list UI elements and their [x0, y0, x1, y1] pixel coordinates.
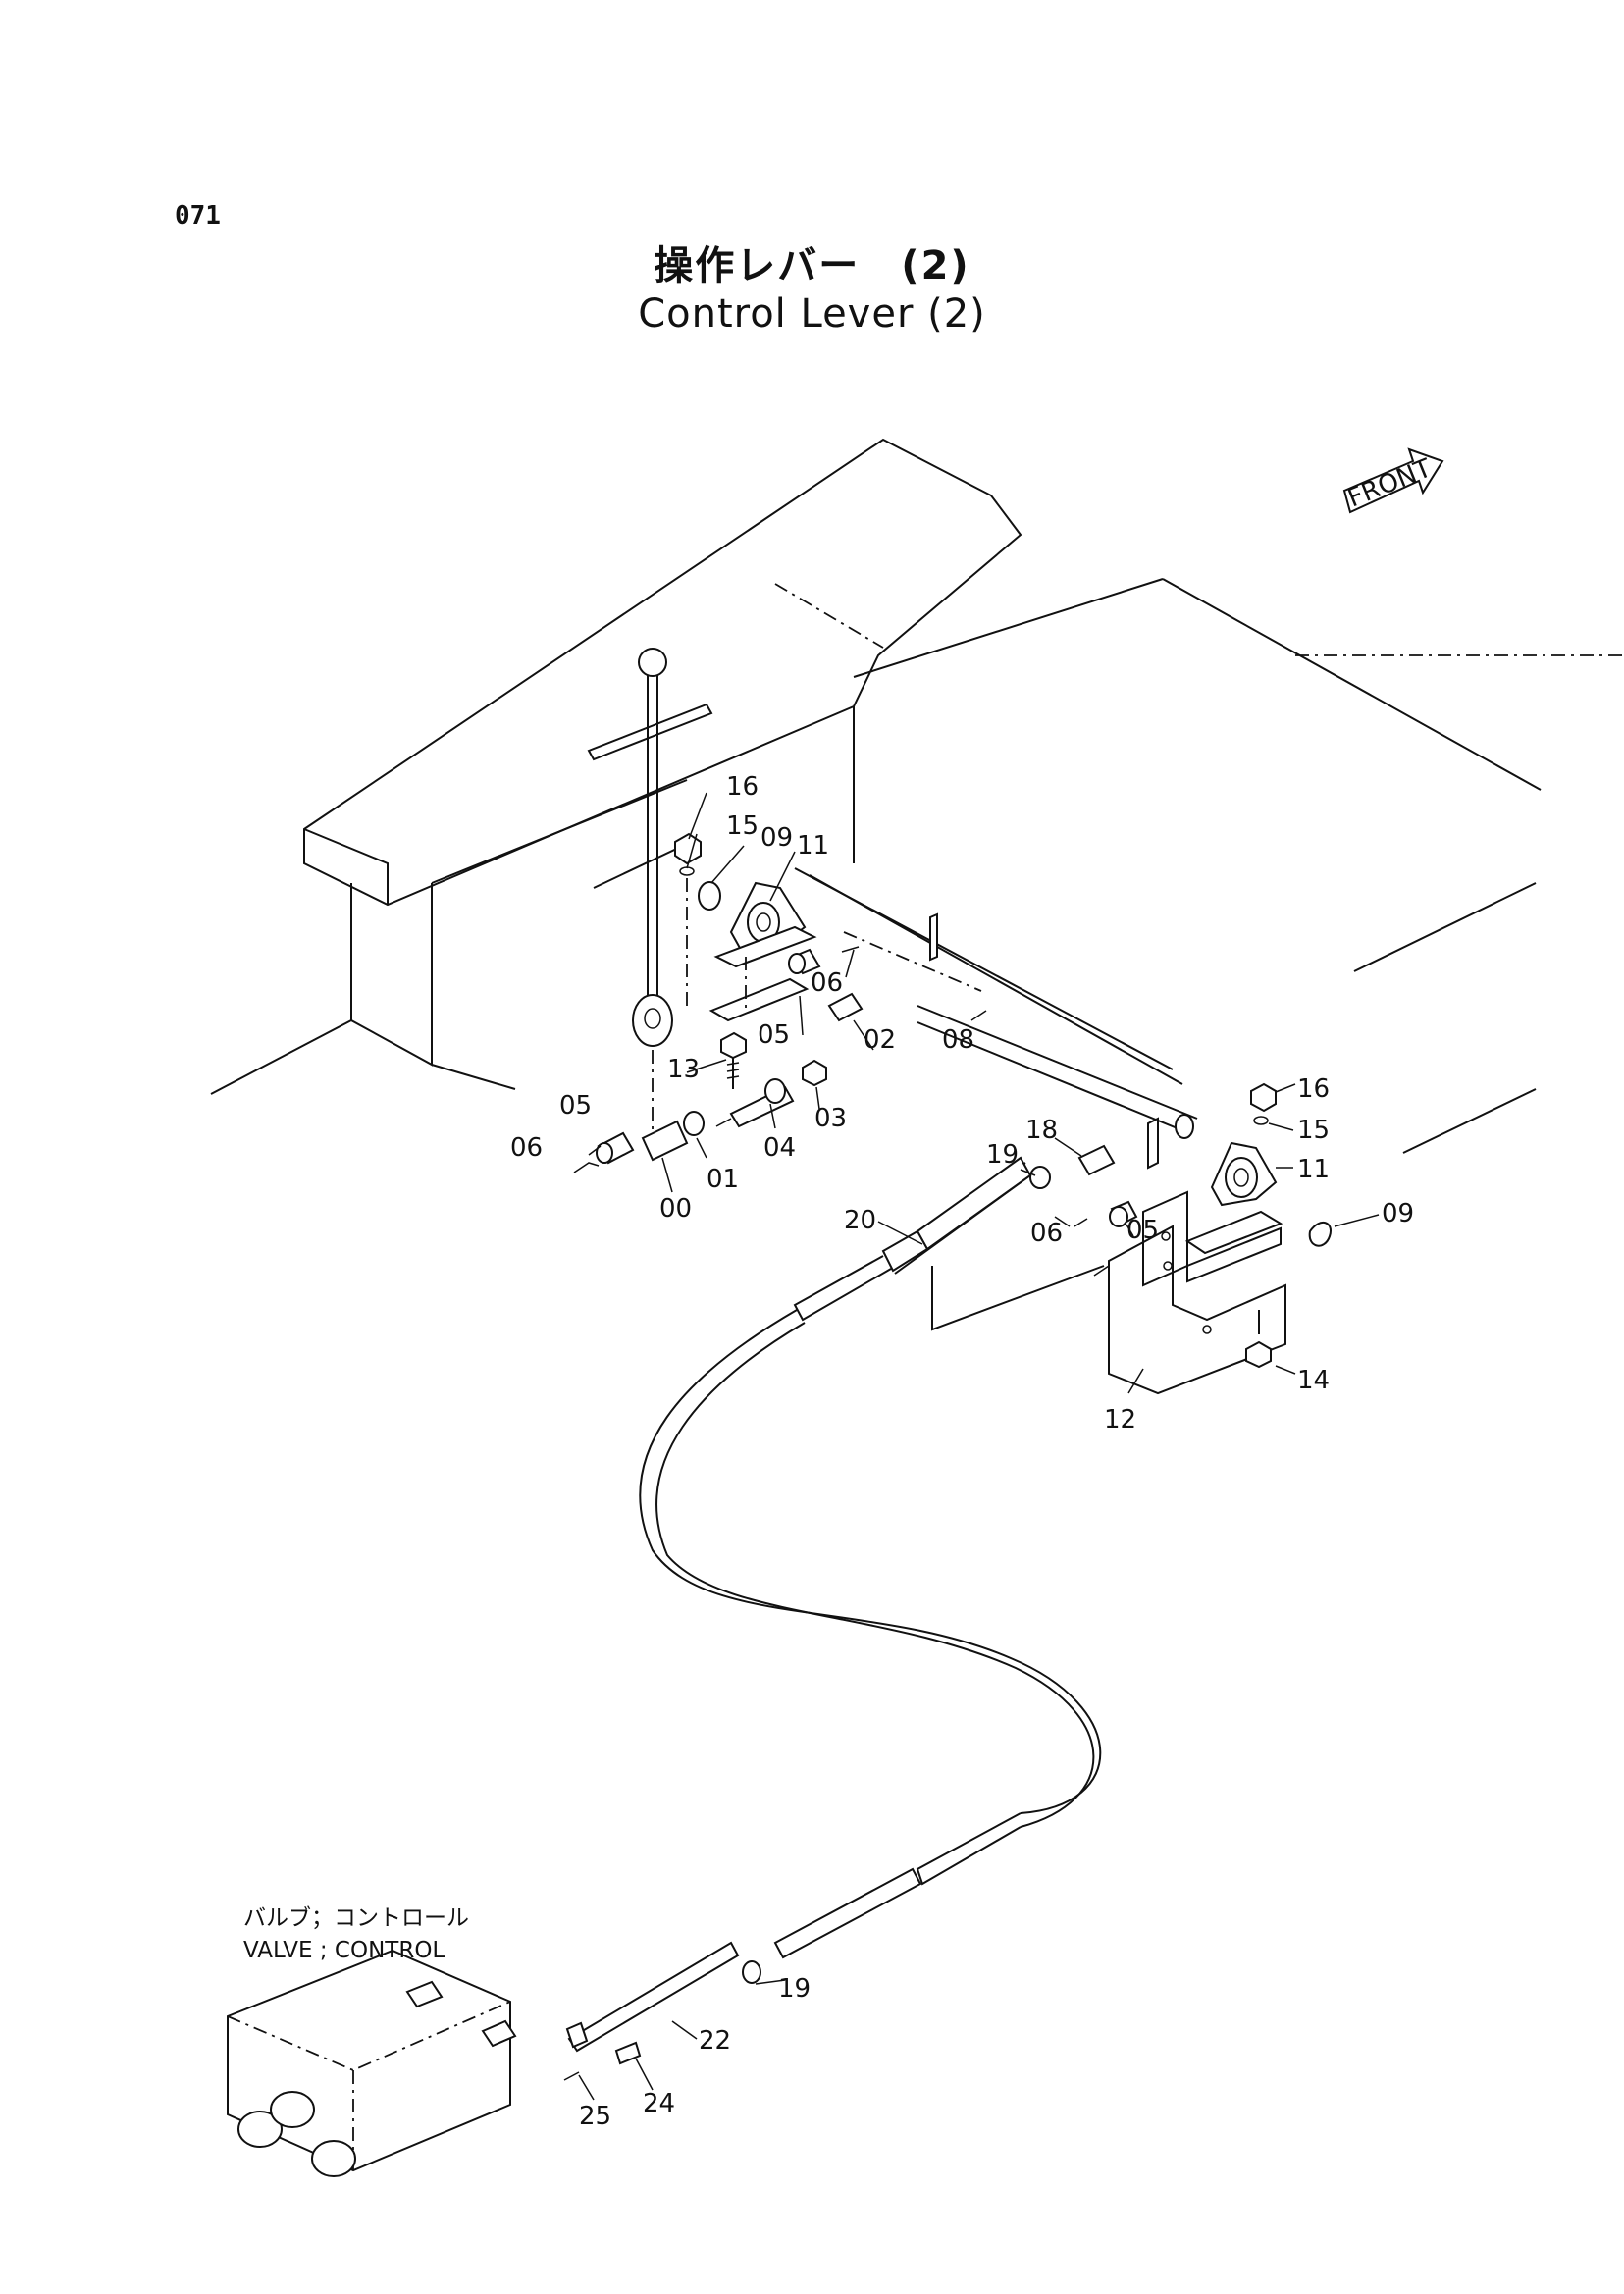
part-label-06-upper: 06: [811, 968, 843, 998]
part-label-09-right: 09: [1382, 1199, 1414, 1228]
valve-label-english: VALVE ; CONTROL: [243, 1938, 445, 1963]
part-label-20: 20: [844, 1206, 876, 1235]
control-valve: [227, 1949, 517, 2177]
part-label-16-right: 16: [1297, 1074, 1330, 1104]
part-label-11-right: 11: [1297, 1155, 1330, 1184]
part-label-24: 24: [643, 2089, 675, 2118]
part-label-05-right: 05: [1126, 1216, 1159, 1245]
part-label-04: 04: [763, 1133, 796, 1163]
upper-bearing-assembly: [674, 832, 817, 1022]
leader-lines: [578, 792, 1380, 2101]
part-label-05-upper: 05: [758, 1020, 790, 1050]
shaft-08: [843, 912, 1198, 1170]
front-label: FRONT: [1343, 453, 1436, 513]
page-title-japanese: 操作レバー (2): [654, 243, 970, 288]
part-label-22: 22: [699, 2026, 731, 2056]
control-cable-20: [639, 1156, 1105, 1959]
part-label-11-upper: 11: [797, 831, 829, 860]
front-arrow-icon: FRONT: [1342, 447, 1444, 513]
part-label-15-right: 15: [1297, 1116, 1330, 1145]
part-label-05-left: 05: [559, 1091, 592, 1121]
bracket-12: [1093, 1190, 1286, 1395]
part-label-13: 13: [667, 1055, 700, 1084]
part-label-19-lower: 19: [778, 1974, 811, 2004]
part-label-25: 25: [579, 2102, 611, 2131]
valve-callout: バルブ；コントロール VALVE ; CONTROL: [243, 1905, 469, 1963]
part-label-02: 02: [864, 1025, 896, 1055]
part-label-12: 12: [1104, 1405, 1136, 1434]
part-label-01: 01: [707, 1165, 739, 1194]
bolt-13: [720, 1031, 747, 1089]
part-label-16-upper: 16: [726, 772, 759, 802]
part-label-00: 00: [659, 1194, 692, 1224]
part-label-06-left: 06: [510, 1133, 543, 1163]
part-label-08: 08: [942, 1025, 974, 1055]
console-structure: [210, 438, 1624, 1154]
right-bearing-assembly: [1029, 1082, 1332, 1283]
control-lever: [587, 648, 713, 1158]
part-label-15-upper: 15: [726, 811, 759, 841]
part-label-03: 03: [814, 1104, 847, 1133]
linkage-parts: [573, 946, 864, 1173]
part-labels: 16 15 09 11 06 05 13 02 08 03 04 05 06 0…: [510, 772, 1414, 2131]
part-label-19-upper: 19: [986, 1140, 1019, 1170]
part-label-09-upper: 09: [760, 823, 793, 853]
part-label-18: 18: [1025, 1116, 1058, 1145]
page-title-english: Control Lever (2): [638, 291, 986, 337]
page-number: 071: [175, 201, 221, 231]
part-label-14: 14: [1297, 1366, 1330, 1395]
rod-22: [563, 1941, 761, 2081]
valve-label-japanese: バルブ；コントロール: [243, 1905, 469, 1931]
part-label-06-right: 06: [1030, 1219, 1063, 1248]
